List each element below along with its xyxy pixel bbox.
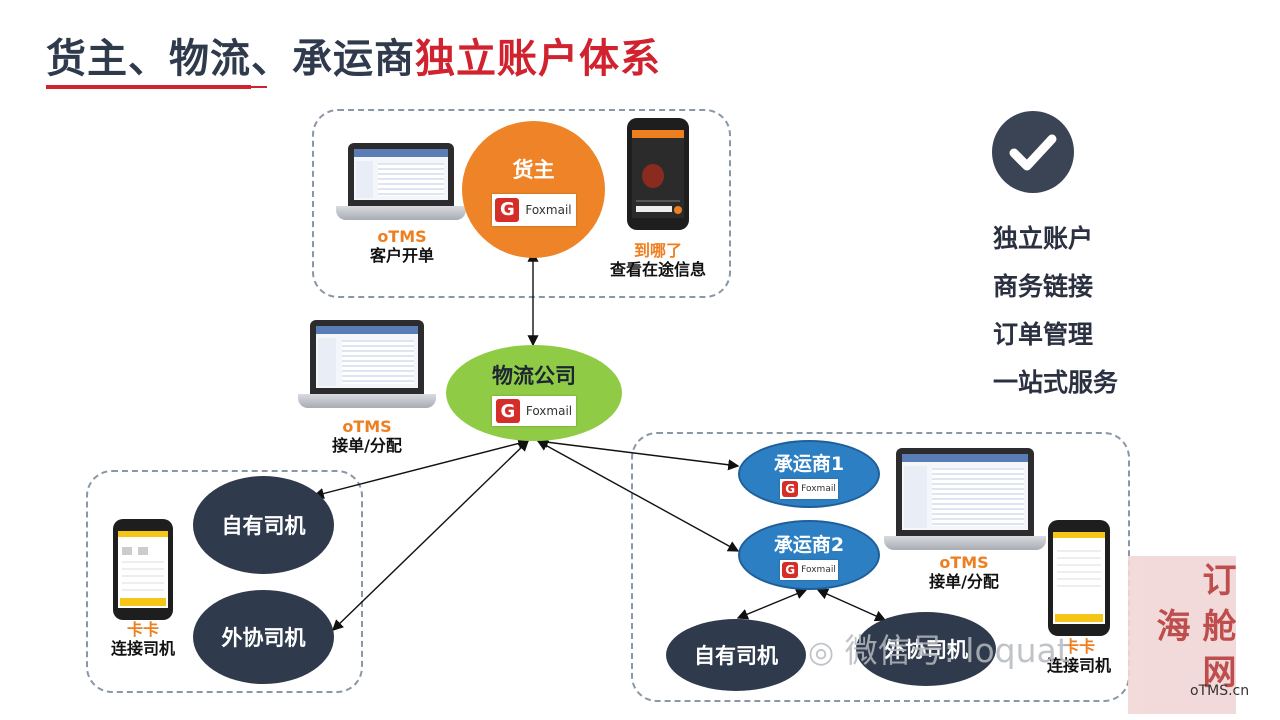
title-part1: 货主、物流、承运商 bbox=[46, 36, 415, 82]
arrow-logistics-carrier2 bbox=[536, 440, 740, 552]
title-underline-tail bbox=[251, 86, 267, 88]
own-driver-left-label: 自有司机 bbox=[221, 514, 306, 538]
carrier-laptop-desc: 接单/分配 bbox=[929, 572, 999, 591]
shipper-laptop-brand: oTMS bbox=[377, 227, 427, 246]
shipper-laptop bbox=[336, 143, 466, 220]
logistics-laptop-brand: oTMS bbox=[342, 417, 392, 436]
logistics-node: 物流公司 G Foxmail bbox=[446, 345, 622, 441]
carrier2-foxmail-badge: G Foxmail bbox=[780, 560, 838, 580]
carrier2-node: 承运商2 G Foxmail bbox=[738, 520, 880, 590]
seal-char-2: 舱 bbox=[1196, 608, 1236, 642]
logistics-foxmail-badge: G Foxmail bbox=[492, 396, 576, 426]
foxmail-logo-icon: G bbox=[782, 481, 799, 497]
wechat-icon: ◎ bbox=[808, 635, 835, 670]
feature-business-link: 商务链接 bbox=[993, 272, 1094, 301]
check-icon bbox=[992, 111, 1074, 193]
arrow-logistics-outsource-driver bbox=[331, 440, 530, 631]
shipper-laptop-caption: oTMS 客户开单 bbox=[350, 227, 454, 265]
watermark-text: 微信号: loquat bbox=[844, 631, 1070, 670]
shipper-phone-caption: 到哪了 查看在途信息 bbox=[604, 241, 712, 279]
logistics-foxmail-text: Foxmail bbox=[525, 404, 573, 418]
foxmail-logo-icon: G bbox=[495, 197, 520, 222]
own-driver-right-label: 自有司机 bbox=[694, 644, 778, 668]
wechat-watermark: ◎ 微信号: loquat bbox=[808, 624, 1070, 672]
logistics-laptop bbox=[298, 320, 436, 408]
outsource-driver-right-label: 外协司机 bbox=[884, 638, 968, 662]
shipper-phone-desc: 查看在途信息 bbox=[609, 260, 706, 279]
carrier-laptop-brand: oTMS bbox=[939, 553, 989, 572]
page-title: 货主、物流、承运商独立账户体系 bbox=[46, 26, 661, 84]
outsource-driver-right-node: 外协司机 bbox=[856, 612, 996, 686]
shipper-label: 货主 bbox=[512, 157, 555, 182]
left-phone-desc: 连接司机 bbox=[110, 639, 175, 658]
outsource-driver-left-label: 外协司机 bbox=[221, 626, 306, 650]
carrier1-foxmail-text: Foxmail bbox=[801, 484, 836, 494]
footer-brand: oTMS.cn bbox=[1190, 683, 1250, 699]
feature-one-stop-service: 一站式服务 bbox=[993, 368, 1119, 397]
own-driver-right-node: 自有司机 bbox=[666, 619, 806, 691]
left-phone-brand: 卡卡 bbox=[126, 620, 159, 639]
carrier1-label: 承运商1 bbox=[773, 453, 845, 475]
carrier2-label: 承运商2 bbox=[773, 534, 845, 556]
shipper-foxmail-badge: G Foxmail bbox=[491, 193, 576, 226]
title-underline bbox=[46, 85, 251, 89]
own-driver-left-node: 自有司机 bbox=[193, 476, 334, 574]
logistics-label: 物流公司 bbox=[492, 364, 576, 388]
left-phone-caption: 卡卡 连接司机 bbox=[96, 620, 190, 658]
left-phone bbox=[113, 519, 173, 620]
arrow-logistics-carrier1 bbox=[536, 436, 740, 471]
shipper-group-box bbox=[312, 109, 731, 298]
right-phone-brand: 卡卡 bbox=[1062, 637, 1095, 656]
seal-stamp: 订 舱 网 海 bbox=[1128, 556, 1236, 714]
right-phone-desc: 连接司机 bbox=[1046, 656, 1111, 675]
outsource-driver-left-node: 外协司机 bbox=[193, 590, 334, 684]
carrier1-foxmail-badge: G Foxmail bbox=[780, 479, 838, 499]
title-part2: 独立账户体系 bbox=[415, 36, 661, 82]
shipper-node: 货主 G Foxmail bbox=[462, 121, 605, 258]
carrier-laptop-caption: oTMS 接单/分配 bbox=[910, 553, 1018, 591]
shipper-phone-brand: 到哪了 bbox=[633, 241, 682, 260]
feature-independent-account: 独立账户 bbox=[993, 224, 1094, 253]
feature-order-management: 订单管理 bbox=[993, 320, 1094, 349]
shipper-laptop-desc: 客户开单 bbox=[369, 246, 434, 265]
seal-char-4: 海 bbox=[1150, 608, 1190, 642]
right-phone bbox=[1048, 520, 1110, 636]
seal-char-1: 订 bbox=[1196, 562, 1236, 596]
arrow-carrier2-own-driver bbox=[736, 588, 808, 620]
seal-char-3: 网 bbox=[1196, 654, 1236, 688]
logistics-laptop-desc: 接单/分配 bbox=[332, 436, 402, 455]
carrier-laptop bbox=[884, 448, 1046, 550]
foxmail-logo-icon: G bbox=[495, 399, 520, 423]
right-phone-caption: 卡卡 连接司机 bbox=[1034, 637, 1124, 675]
logistics-laptop-caption: oTMS 接单/分配 bbox=[313, 417, 421, 455]
foxmail-logo-icon: G bbox=[782, 562, 799, 578]
shipper-phone bbox=[627, 118, 689, 230]
shipper-foxmail-text: Foxmail bbox=[525, 202, 572, 217]
arrow-carrier2-outsource-driver bbox=[816, 588, 887, 622]
carrier1-node: 承运商1 G Foxmail bbox=[738, 440, 880, 508]
carrier2-foxmail-text: Foxmail bbox=[801, 565, 836, 575]
